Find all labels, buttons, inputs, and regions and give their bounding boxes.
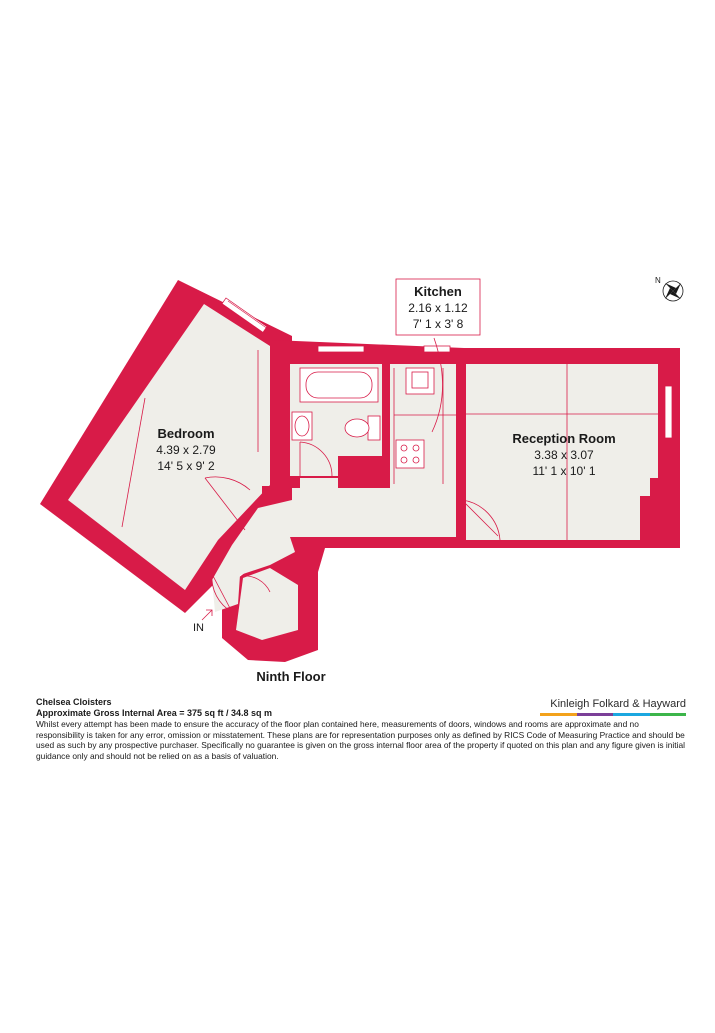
floor-label: Ninth Floor <box>256 669 325 684</box>
gross-internal-area: Approximate Gross Internal Area = 375 sq… <box>36 708 273 718</box>
compass-north-label: N <box>655 276 661 285</box>
room-labels: Kitchen 2.16 x 1.12 7' 1 x 3' 8 Bedroom … <box>156 284 615 684</box>
kitchen-imperial: 7' 1 x 3' 8 <box>413 317 464 331</box>
kitchen-sink-icon <box>405 367 435 395</box>
riser-block <box>338 456 390 488</box>
kitchen-metric: 2.16 x 1.12 <box>408 301 468 315</box>
disclaimer-text: Whilst every attempt has been made to en… <box>36 719 685 761</box>
kitchen-name: Kitchen <box>414 284 462 299</box>
reception-metric: 3.38 x 3.07 <box>534 448 594 462</box>
reception-name: Reception Room <box>512 431 615 446</box>
entrance-label: IN <box>193 622 204 634</box>
bedroom-dimension-arrows <box>121 350 259 528</box>
compass-icon: N <box>655 276 684 302</box>
entrance-lobby-floor <box>236 568 298 640</box>
bathroom-door <box>299 441 333 477</box>
floor-plan: Kitchen 2.16 x 1.12 7' 1 x 3' 8 Bedroom … <box>40 276 684 684</box>
bedroom-metric: 4.39 x 2.79 <box>156 443 216 457</box>
reception-floor <box>466 364 658 540</box>
kitchen-label-leader <box>431 337 443 433</box>
bathroom-window <box>317 345 365 353</box>
building-name: Chelsea Cloisters <box>36 697 112 707</box>
brand-stripe <box>540 713 686 716</box>
agency-logo: Kinleigh Folkard & Hayward <box>540 698 686 716</box>
entrance-arrow-icon <box>201 609 213 621</box>
bath-icon <box>299 367 379 403</box>
bedroom-area <box>40 280 292 613</box>
basin-icon <box>291 411 313 441</box>
reception-dimension-arrows <box>466 364 658 540</box>
agency-name: Kinleigh Folkard & Hayward <box>550 698 686 710</box>
brand-stripe-segment <box>576 713 613 716</box>
cupboard-door <box>241 565 271 593</box>
bedroom-name: Bedroom <box>157 426 214 441</box>
reception-imperial: 11' 1 x 10' 1 <box>532 464 595 478</box>
footer: Chelsea Cloisters Approximate Gross Inte… <box>36 697 686 761</box>
brand-stripe-segment <box>649 713 686 716</box>
bedroom-window <box>221 297 269 333</box>
hallway-floor <box>212 478 458 612</box>
kitchen-dimension-arrows <box>394 368 456 484</box>
reception-area <box>456 348 680 548</box>
hob-icon <box>395 439 425 469</box>
toilet-icon <box>344 415 381 441</box>
reception-window <box>664 385 673 439</box>
entrance-door <box>211 573 233 613</box>
brand-stripe-segment <box>540 713 577 716</box>
bedroom-door <box>204 476 251 531</box>
central-block <box>201 337 464 662</box>
bedroom-floor <box>68 304 270 590</box>
kitchen-label-box <box>395 278 481 336</box>
bedroom-imperial: 14' 5 x 9' 2 <box>157 459 215 473</box>
brand-stripe-segment <box>613 713 650 716</box>
reception-door <box>461 499 501 541</box>
